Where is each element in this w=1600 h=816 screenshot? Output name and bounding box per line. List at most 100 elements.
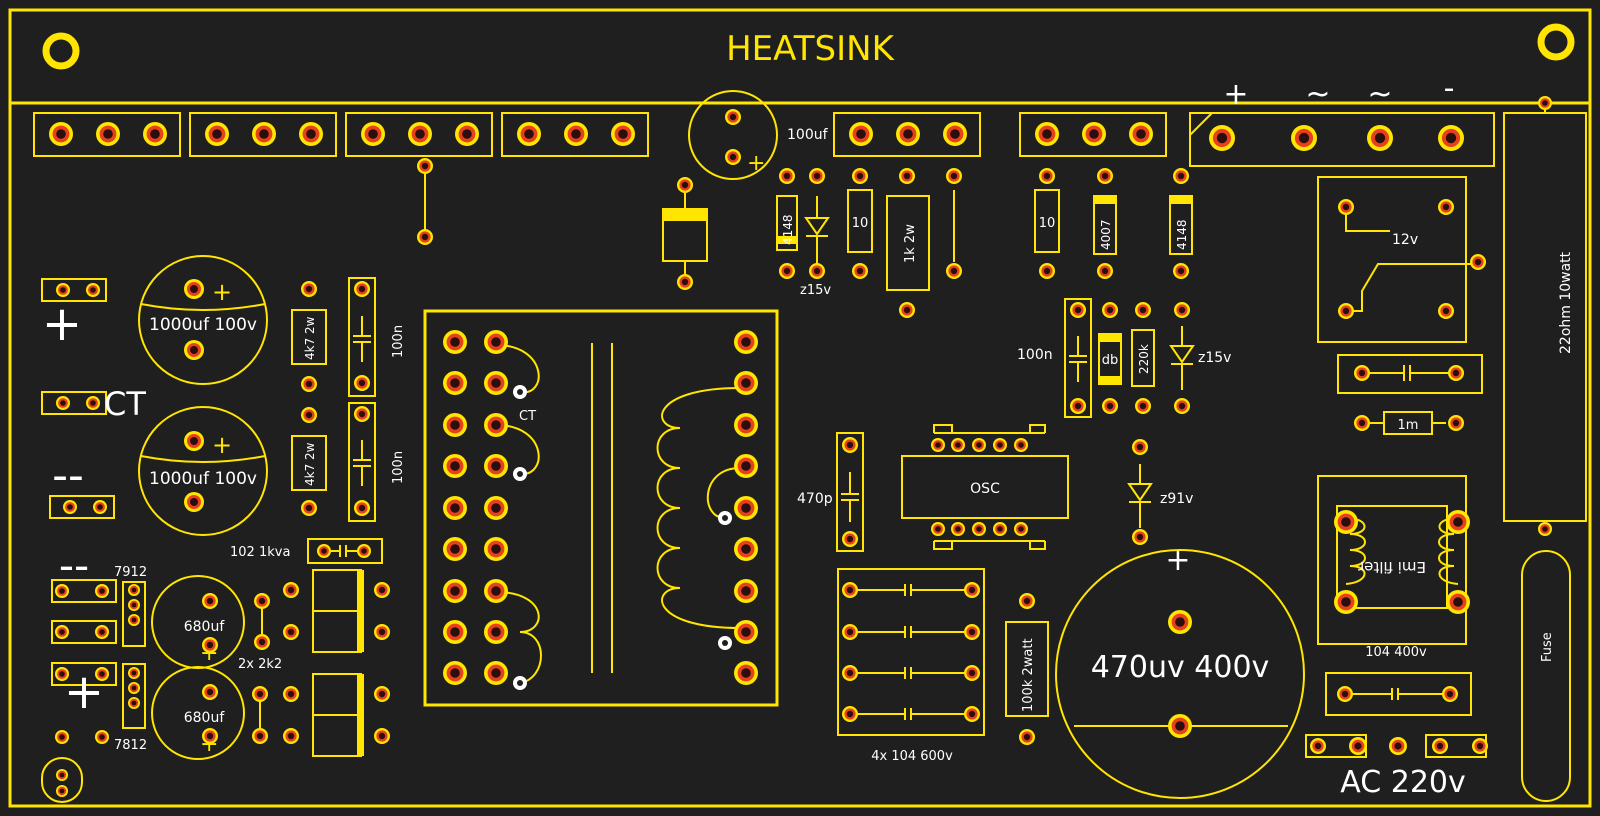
out-plus-connector [41, 278, 107, 302]
mounting-hole-left [42, 32, 80, 70]
solder-pad [374, 582, 390, 598]
solder-pad [443, 537, 467, 561]
cap-100n-c-label: 100n [1017, 347, 1053, 363]
solder-pad [443, 620, 467, 644]
cap-1000uf-a-label: 1000uf 100v [149, 315, 257, 335]
cap-1000uf-b [138, 406, 268, 536]
solder-pad [1349, 737, 1367, 755]
cap-100uf-plus: + [747, 151, 765, 176]
solder-pad [1102, 302, 1118, 318]
solder-pad [254, 634, 270, 650]
solder-pad [677, 274, 693, 290]
solder-pad [455, 122, 479, 146]
solder-pad [964, 665, 980, 681]
solder-pad [1014, 438, 1028, 452]
solder-pad [931, 522, 945, 536]
cap-470p-label: 470p [797, 491, 833, 507]
solder-pad [964, 706, 980, 722]
solder-pad [972, 438, 986, 452]
solder-pad [128, 584, 140, 596]
solder-pad [374, 728, 390, 744]
diode-4148-b-label: 4148 [1175, 219, 1189, 250]
solder-pad [317, 544, 331, 558]
solder-pad [1334, 510, 1358, 534]
ac-220v-label: AC 220v [1340, 765, 1466, 800]
resistor-1m-label: 1m [1398, 418, 1419, 433]
diode-4148-a [776, 195, 798, 251]
solder-pad [852, 168, 868, 184]
solder-pad [1389, 737, 1407, 755]
solder-pad [946, 168, 962, 184]
solder-pad [1337, 686, 1353, 702]
resistor-10-b-label: 10 [1039, 216, 1056, 231]
solder-pad [1014, 522, 1028, 536]
solder-pad [202, 684, 218, 700]
solder-pad [301, 281, 317, 297]
solder-pad [1168, 610, 1192, 634]
solder-pad [899, 168, 915, 184]
solder-pad [128, 614, 140, 626]
solder-pad [842, 582, 858, 598]
solder-pad [443, 496, 467, 520]
solder-pad [1472, 738, 1488, 754]
solder-pad [301, 407, 317, 423]
solder-pad [55, 625, 69, 639]
solder-pad [964, 624, 980, 640]
solder-pad [55, 667, 69, 681]
minus2-connector [51, 579, 117, 603]
solder-pad [946, 263, 962, 279]
resistor-10-b [1034, 189, 1060, 253]
solder-pad [842, 665, 858, 681]
solder-pad [1132, 529, 1148, 545]
solder-pad [896, 122, 920, 146]
solder-pad [1097, 168, 1113, 184]
plus2-connector [51, 662, 117, 686]
solder-pad [86, 283, 100, 297]
solder-pad [725, 149, 741, 165]
gnd-connector [51, 620, 117, 644]
solder-pad [1039, 263, 1055, 279]
resistor-4k7-b-label: 4k7 2w [303, 442, 317, 486]
solder-pad [899, 302, 915, 318]
solder-pad [1070, 398, 1086, 414]
cap-1000uf-b-label: 1000uf 100v [149, 469, 257, 489]
zener-91v-label: z91v [1160, 491, 1193, 507]
solder-pad [354, 281, 370, 297]
small-connector [41, 757, 83, 803]
solder-pad [734, 537, 758, 561]
solder-pad [852, 263, 868, 279]
solder-pad [252, 686, 268, 702]
resistor-2k2-label: 2x 2k2 [238, 657, 282, 672]
solder-pad [254, 593, 270, 609]
resistor-1m [1383, 411, 1433, 435]
resistor-220k [1131, 329, 1155, 387]
solder-pad [86, 396, 100, 410]
solder-pad [1432, 738, 1448, 754]
cap-102-label: 102 1kva [230, 545, 290, 560]
solder-pad [1448, 365, 1464, 381]
solder-pad [93, 500, 107, 514]
resistor-4k7-a [291, 309, 327, 365]
solder-pad [128, 682, 140, 694]
bridge-plus-label: + [1223, 77, 1248, 112]
solder-pad [443, 330, 467, 354]
solder-pad [408, 122, 432, 146]
solder-pad [202, 637, 218, 653]
solder-pad [951, 522, 965, 536]
solder-pad [301, 376, 317, 392]
solder-pad [964, 582, 980, 598]
solder-pad [1039, 168, 1055, 184]
cap-680uf-b [151, 666, 245, 760]
solder-pad [184, 279, 204, 299]
solder-pad [1470, 254, 1486, 270]
solder-pad [1438, 303, 1454, 319]
cap-1000uf-a [138, 255, 268, 385]
board-outline [8, 8, 1592, 808]
solder-pad [55, 584, 69, 598]
ct-connector [41, 391, 107, 415]
solder-pad [443, 579, 467, 603]
out-minus-label: -- [52, 450, 84, 501]
solder-pad [1019, 593, 1035, 609]
solder-pad [56, 785, 68, 797]
solder-pad [283, 686, 299, 702]
